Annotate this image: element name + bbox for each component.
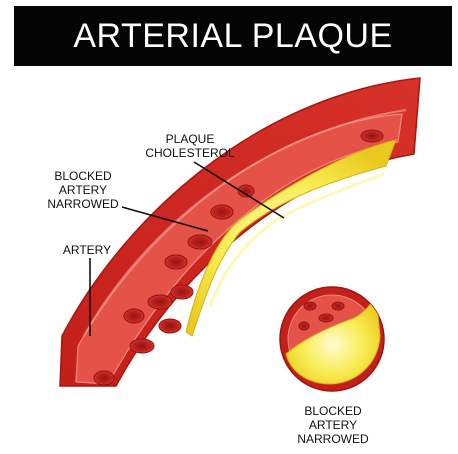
blood-cell [332, 302, 344, 310]
blood-cell [188, 235, 212, 249]
blood-cell [299, 322, 309, 330]
blocked-artery-label: BLOCKED ARTERY NARROWED [42, 169, 124, 211]
blood-cell [148, 295, 172, 309]
artery-cross-section [280, 287, 384, 391]
blood-cell [159, 319, 181, 333]
artery-label: ARTERY [52, 243, 122, 257]
blood-cell [304, 302, 316, 310]
blood-cell [130, 339, 154, 353]
blood-cell [124, 309, 144, 323]
blood-cell [319, 314, 333, 322]
blood-cell [361, 130, 383, 142]
artery-illustration [14, 6, 452, 446]
blood-cell [171, 285, 193, 299]
blood-cell [165, 255, 187, 269]
blood-cell [94, 371, 114, 385]
cross-section-label: BLOCKED ARTERY NARROWED [288, 404, 378, 446]
plaque-cholesterol-label: PLAQUE CHOLESTEROL [142, 132, 238, 160]
blood-cell [211, 205, 233, 219]
diagram-frame: ARTERIAL PLAQUE [14, 6, 452, 446]
